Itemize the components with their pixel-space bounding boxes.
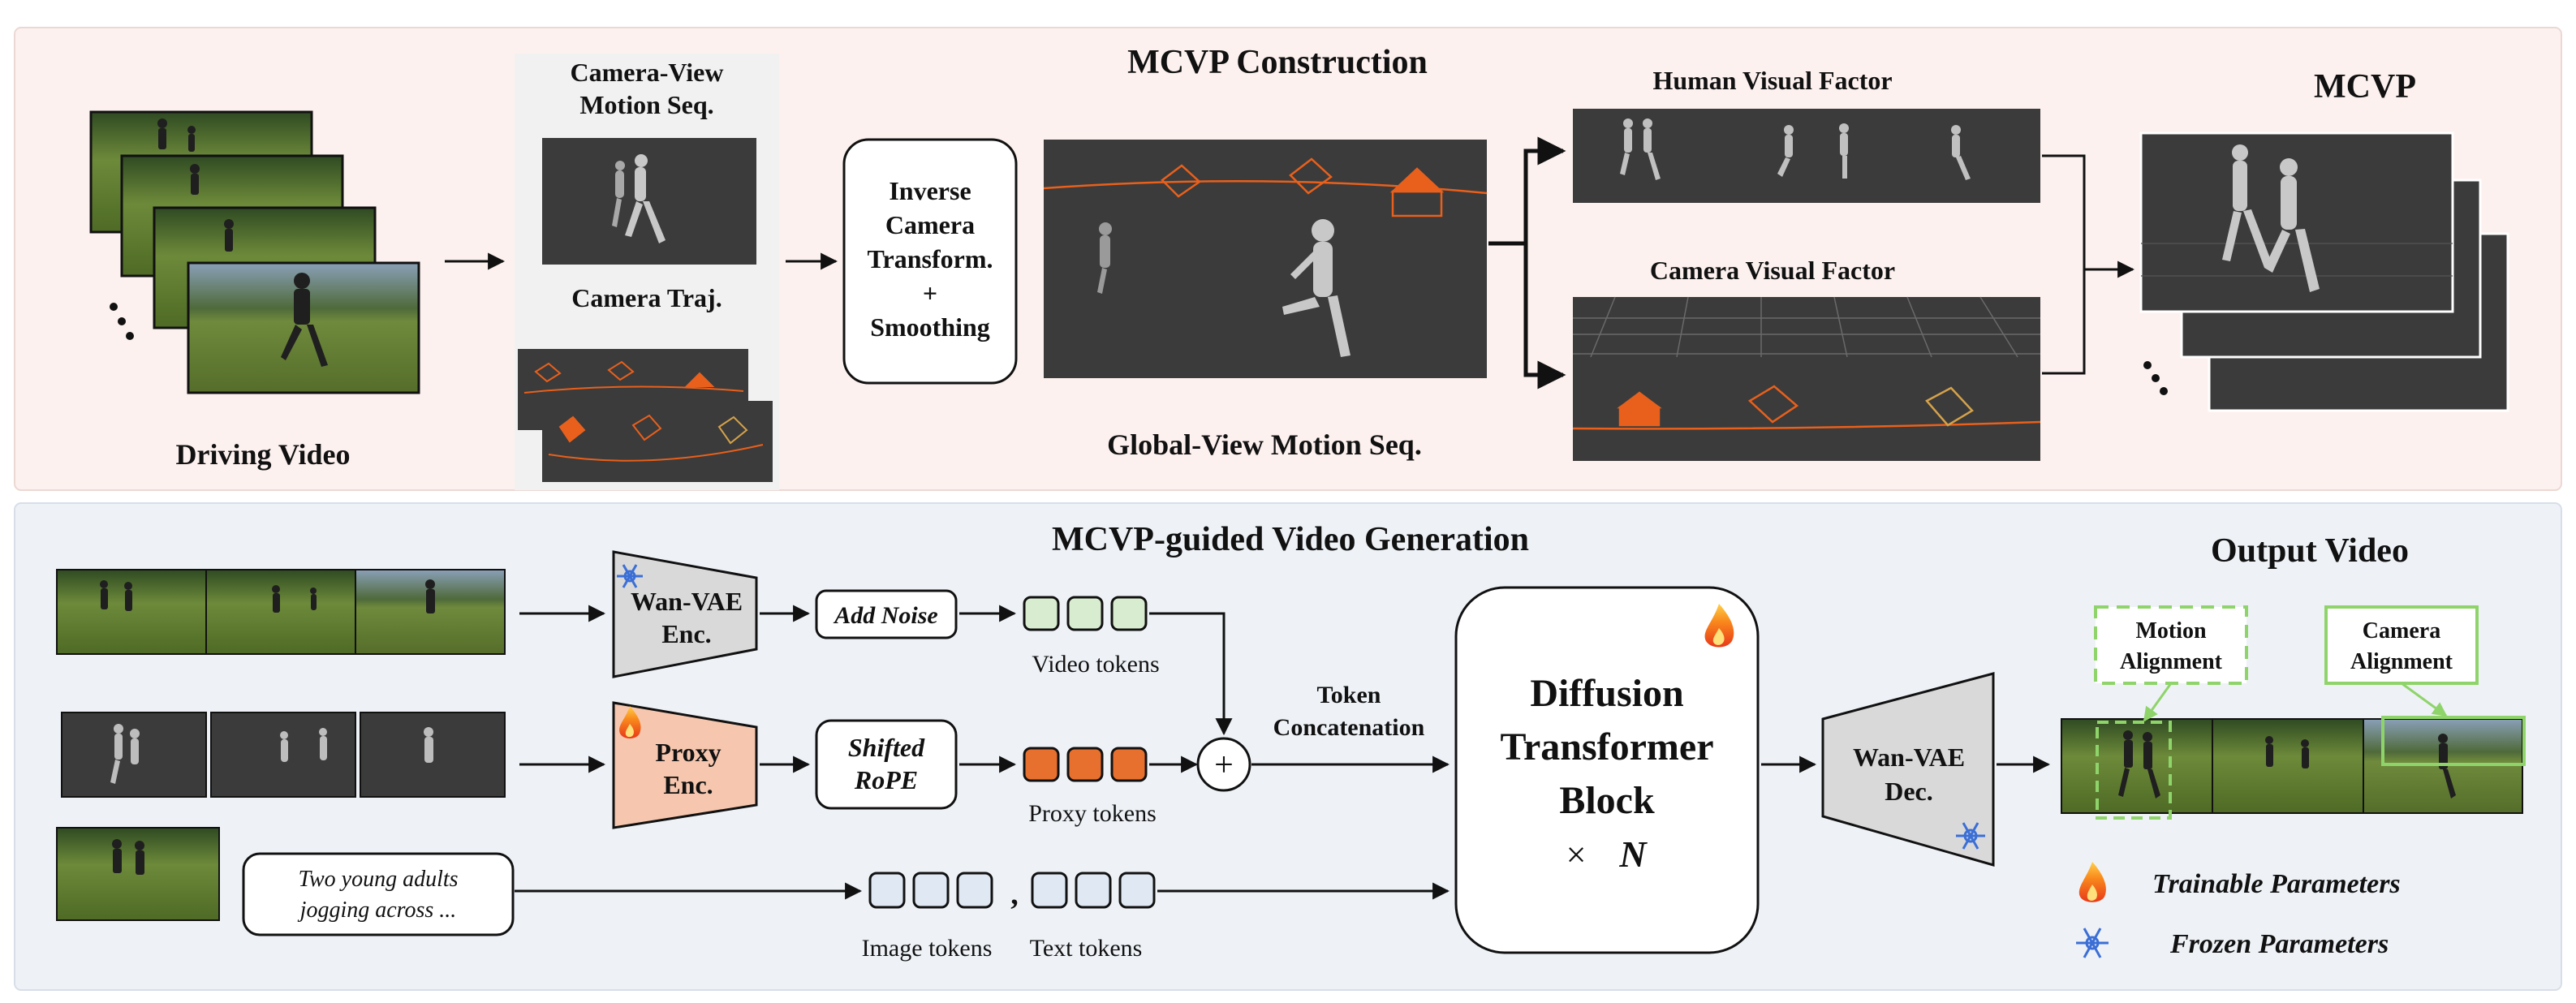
- inverse-line3: Transform.: [868, 244, 993, 273]
- token-comma: ,: [1010, 877, 1019, 911]
- motion-alignment-highlight: [2096, 721, 2172, 820]
- inverse-line2: Camera: [885, 210, 975, 239]
- driving-video-frames: [89, 110, 420, 394]
- prompt-line1: Two young adults: [298, 867, 458, 892]
- camera-factor-frame: [1573, 297, 2040, 461]
- token-concat-line2: Concatenation: [1273, 714, 1425, 741]
- mcvp-label: MCVP: [2314, 68, 2416, 105]
- token-concat-line1: Token: [1317, 682, 1381, 708]
- merge-connector: [2042, 154, 2086, 375]
- camera-alignment-pointer: [2401, 682, 2448, 717]
- reference-image-runners: [112, 839, 144, 875]
- global-view-figures: [1097, 219, 1350, 357]
- human-factor-label: Human Visual Factor: [1652, 66, 1892, 95]
- bottom-section-title: MCVP-guided Video Generation: [1052, 521, 1529, 558]
- wanvae-decoder: [1821, 672, 1995, 867]
- shifted-rope-box: [815, 719, 958, 810]
- output-video-title: Output Video: [2211, 532, 2409, 570]
- image-tokens: [868, 872, 993, 909]
- text-tokens: [1031, 872, 1156, 909]
- motion-alignment-line1: Motion: [2135, 618, 2207, 644]
- branch-connector-lower: [1523, 243, 1566, 390]
- wanvae-dec-line1: Wan-VAE: [1853, 743, 1965, 772]
- dit-line3: Block: [1559, 779, 1655, 822]
- shifted-rope-line2: RoPE: [854, 765, 918, 794]
- snowflake-icon: [1956, 822, 1985, 850]
- camera-alignment-box: [2324, 605, 2479, 685]
- prompt-box: [242, 852, 515, 936]
- motion-alignment-pointer: [2143, 682, 2173, 722]
- inverse-transform-box: [842, 138, 1018, 385]
- top-section-title: MCVP Construction: [1127, 44, 1428, 81]
- wanvae-encoder: [612, 550, 758, 678]
- proxy-tokens: [1023, 747, 1148, 782]
- camera-view-title-line2: Motion Seq.: [579, 90, 713, 119]
- proxy-encoder: [612, 701, 758, 829]
- wanvae-enc-line2: Enc.: [661, 619, 711, 648]
- concat-plus-node: [1196, 737, 1251, 792]
- mcvp-frames: [2139, 131, 2509, 412]
- camera-traj-cameras: [523, 360, 764, 462]
- camera-view-title-line1: Camera-View: [571, 58, 724, 87]
- ellipsis-dots-left: [110, 303, 134, 340]
- video-tokens: [1023, 596, 1148, 631]
- dit-times: ×: [1566, 835, 1587, 875]
- video-tokens-label: Video tokens: [1032, 651, 1159, 678]
- image-tokens-label: Image tokens: [862, 935, 993, 962]
- camera-alignment-line1: Camera: [2363, 618, 2440, 644]
- camera-alignment-highlight: [2381, 716, 2526, 766]
- input-mcvp-frames: [61, 712, 506, 798]
- branch-connector: [1488, 136, 1566, 246]
- camera-factor-cameras: [1572, 385, 2041, 430]
- camera-traj-title: Camera Traj.: [571, 283, 722, 312]
- frozen-legend-label: Frozen Parameters: [2169, 929, 2389, 959]
- flame-icon: [2078, 862, 2106, 902]
- diffusion-transformer-block: [1454, 586, 1760, 954]
- text-tokens-label: Text tokens: [1030, 935, 1143, 962]
- flame-icon: [619, 706, 641, 738]
- shifted-rope-line1: Shifted: [848, 733, 925, 762]
- camera-factor-label: Camera Visual Factor: [1650, 256, 1895, 285]
- inverse-line4: +: [923, 278, 937, 308]
- global-view-label: Global-View Motion Seq.: [1107, 428, 1422, 461]
- dit-line1: Diffusion: [1530, 672, 1683, 715]
- input-video-frames: [56, 569, 506, 655]
- proxy-tokens-label: Proxy tokens: [1028, 800, 1157, 827]
- camera-view-figure: [612, 154, 666, 243]
- motion-alignment-line2: Alignment: [2120, 649, 2223, 674]
- ellipsis-dots-right: [2143, 361, 2168, 395]
- inverse-line5: Smoothing: [870, 312, 990, 342]
- proxy-enc-line2: Enc.: [663, 770, 713, 799]
- proxy-enc-line1: Proxy: [655, 738, 721, 767]
- camera-alignment-line2: Alignment: [2350, 649, 2453, 674]
- snowflake-icon: [2076, 928, 2109, 958]
- driving-video-label: Driving Video: [175, 438, 350, 471]
- trainable-legend-label: Trainable Parameters: [2152, 869, 2401, 899]
- dit-line2: Transformer: [1500, 725, 1713, 768]
- flame-icon: [1704, 604, 1734, 648]
- add-noise-box: [815, 589, 958, 639]
- wanvae-enc-line1: Wan-VAE: [631, 587, 743, 616]
- camera-factor-grid: [1573, 296, 2040, 358]
- dit-n: N: [1618, 833, 1648, 875]
- human-factor-figures: [1620, 118, 1971, 180]
- prompt-line2: jogging across ...: [298, 898, 457, 923]
- arrow-video-tokens-to-concat: [1149, 612, 1233, 736]
- add-noise-label: Add Noise: [833, 602, 938, 629]
- snowflake-icon: [617, 564, 643, 588]
- wanvae-dec-line2: Dec.: [1885, 777, 1933, 806]
- concat-plus-sign: +: [1214, 747, 1234, 784]
- camera-traj-frame-front: [542, 401, 773, 482]
- inverse-line1: Inverse: [889, 176, 971, 205]
- global-view-cameras: [1043, 157, 1488, 217]
